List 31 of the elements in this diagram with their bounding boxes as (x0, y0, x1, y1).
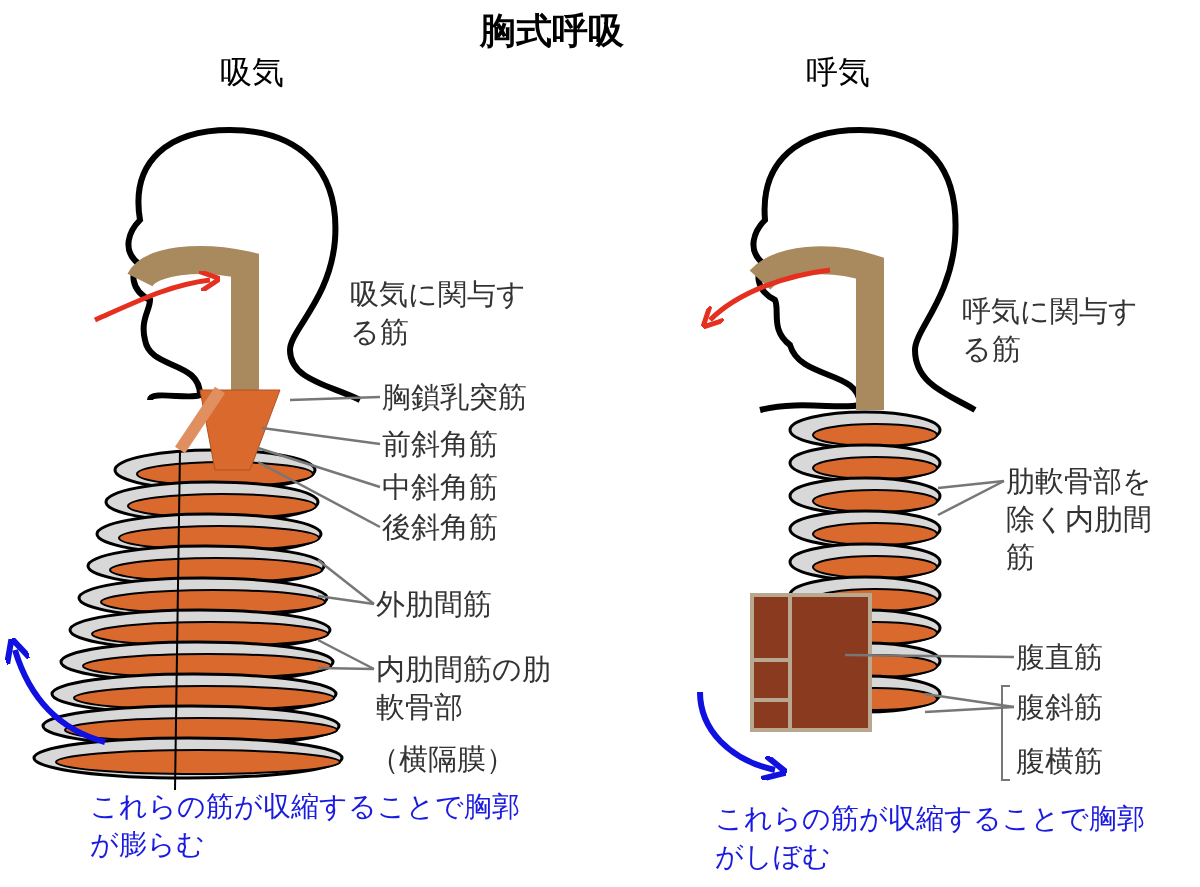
group-heading: 吸気に関与する筋 (350, 276, 527, 351)
muscle-label: 後斜角筋 (382, 508, 498, 546)
muscle-label: 中斜角筋 (382, 468, 498, 506)
muscle-label: 肋軟骨部を除く内肋間筋 (1006, 462, 1156, 576)
muscle-label: 胸鎖乳突筋 (382, 378, 527, 416)
muscle-label: （横隔膜） (370, 741, 515, 778)
leader-line (937, 479, 1005, 490)
muscle-label: 腹直筋 (1016, 638, 1103, 676)
group-heading: 呼気に関与する筋 (962, 293, 1139, 368)
leader-line (261, 426, 381, 446)
muscle-label: 腹横筋 (1016, 743, 1103, 780)
muscle-label: 前斜角筋 (382, 425, 498, 463)
leader-line (924, 705, 1015, 714)
explanation-note: これらの筋が収縮することで胸郭が膨らむ (90, 789, 521, 863)
phase-heading: 吸気 (220, 53, 284, 91)
leader-line (257, 460, 381, 529)
leader-line (257, 446, 381, 489)
leader-line (317, 559, 375, 605)
leader-line (845, 653, 1014, 659)
muscle-label: 腹斜筋 (1016, 688, 1103, 726)
title: 胸式呼吸 (480, 12, 624, 50)
muscle-label: 内肋間筋の肋軟骨部 (376, 650, 566, 726)
explanation-note: これらの筋が収縮することで胸郭がしぼむ (715, 801, 1146, 875)
leader-line (317, 594, 375, 606)
leader-line (289, 395, 381, 402)
phase-heading: 呼気 (806, 53, 870, 91)
leader-line (317, 666, 375, 671)
leader-line (937, 479, 1005, 517)
leader-line (924, 692, 1015, 709)
muscle-label: 外肋間筋 (376, 585, 492, 623)
leader-line (317, 638, 375, 671)
